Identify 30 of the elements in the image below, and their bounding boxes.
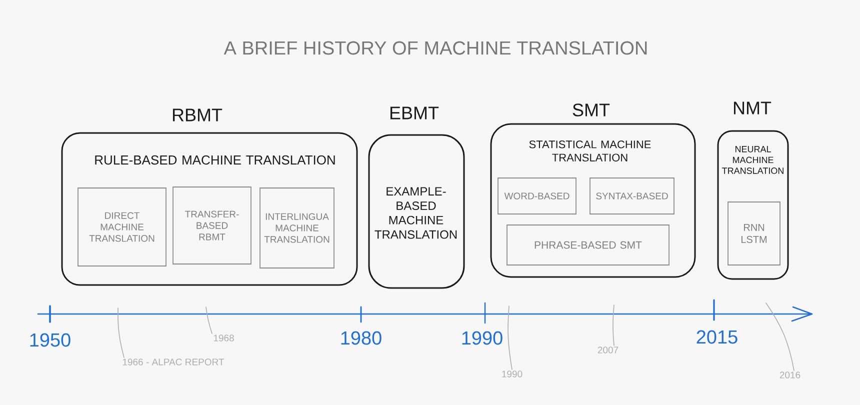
year-label: 1980 bbox=[341, 331, 382, 345]
year-label: 2015 bbox=[696, 330, 738, 344]
timeline-note: 2007 bbox=[598, 346, 618, 354]
leader-line bbox=[612, 304, 614, 346]
leader-line bbox=[508, 306, 512, 370]
timeline-note: 1990 bbox=[502, 370, 522, 378]
title: A BRIEF HISTORY OF MACHINE TRANSLATION bbox=[224, 41, 647, 55]
category-heading: RBMT bbox=[172, 108, 222, 122]
inner-box: DIRECT MACHINE TRANSLATION bbox=[78, 188, 166, 266]
category-heading: NMT bbox=[734, 102, 772, 114]
category-heading: SMT bbox=[572, 104, 610, 116]
inner-box: PHRASE-BASED SMT bbox=[506, 224, 670, 266]
box-title: STATISTICAL MACHINE TRANSLATION bbox=[529, 140, 651, 162]
inner-box: RNN LSTM bbox=[728, 202, 780, 266]
inner-box: TRANSFER-BASED RBMT bbox=[172, 186, 252, 264]
inner-box: WORD-BASED bbox=[498, 178, 576, 214]
box-title: RULE-BASED MACHINE TRANSLATION bbox=[95, 155, 335, 165]
category-heading: EBMT bbox=[390, 106, 439, 120]
box-title: EXAMPLE-BASED MACHINE TRANSLATION bbox=[374, 187, 457, 239]
box-title: NEURAL MACHINE TRANSLATION bbox=[722, 146, 784, 174]
year-label: 1990 bbox=[462, 331, 502, 345]
leader-line bbox=[118, 308, 124, 358]
leader-line bbox=[766, 302, 794, 371]
timeline-note: 1968 bbox=[214, 334, 234, 342]
leader-line bbox=[206, 306, 212, 334]
year-label: 1950 bbox=[30, 333, 70, 347]
timeline-note: 2016 bbox=[780, 372, 800, 378]
inner-box: SYNTAX-BASED bbox=[590, 178, 674, 214]
inner-box: INTERLINGUA MACHINE TRANSLATION bbox=[260, 188, 334, 268]
timeline-note: 1966 - ALPAC REPORT bbox=[122, 358, 224, 366]
